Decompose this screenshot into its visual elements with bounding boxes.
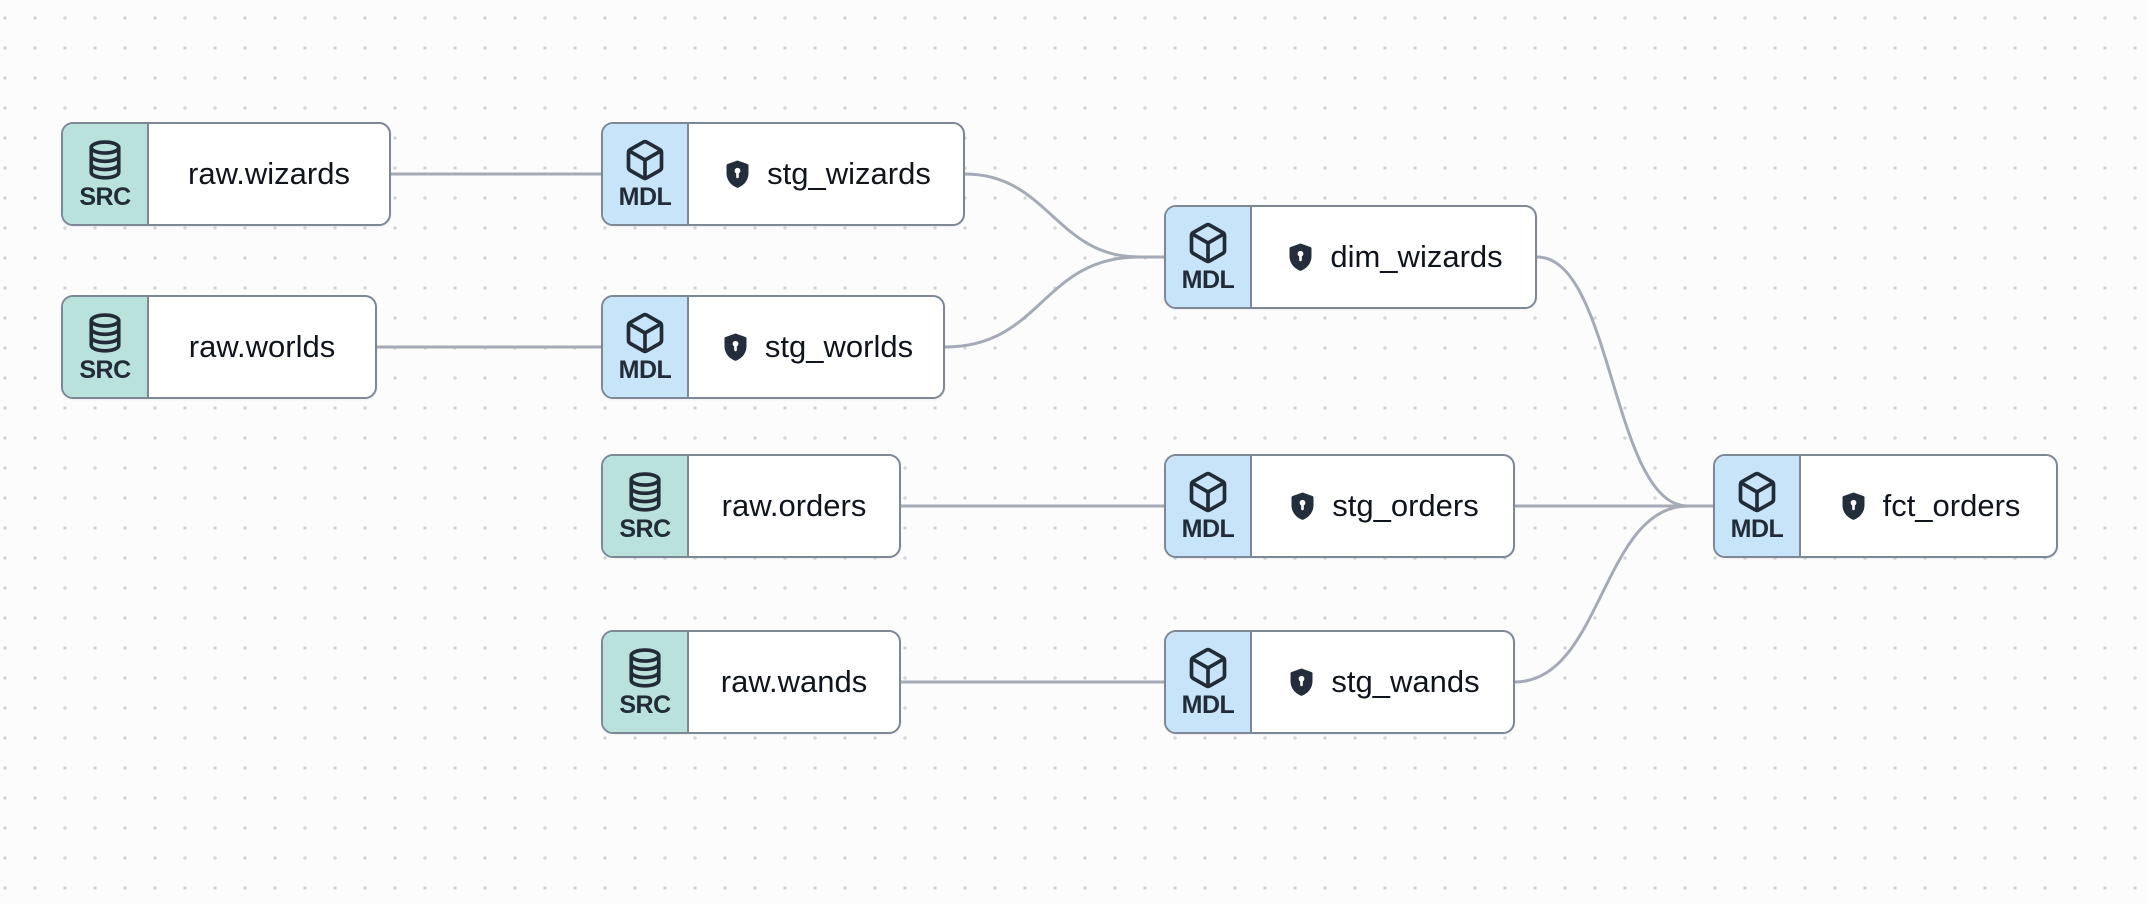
source-badge: SRC xyxy=(63,297,149,397)
node-kind-label: SRC xyxy=(619,515,671,543)
node-kind-label: MDL xyxy=(618,356,672,384)
node-stg-worlds[interactable]: MDL stg_worlds xyxy=(601,295,945,399)
cube-icon xyxy=(1189,471,1227,513)
shield-icon xyxy=(1284,241,1317,274)
source-badge: SRC xyxy=(63,124,149,224)
cube-icon xyxy=(626,139,664,181)
node-kind-label: MDL xyxy=(1181,266,1235,294)
model-badge: MDL xyxy=(1166,632,1252,732)
cube-icon xyxy=(626,312,664,354)
node-kind-label: MDL xyxy=(618,183,672,211)
shield-icon xyxy=(721,158,754,191)
node-stg-orders[interactable]: MDL stg_orders xyxy=(1164,454,1515,558)
model-badge: MDL xyxy=(1166,456,1252,556)
node-body: stg_worlds xyxy=(689,297,943,397)
node-label: raw.wizards xyxy=(188,156,350,191)
node-kind-label: SRC xyxy=(619,691,671,719)
node-kind-label: MDL xyxy=(1181,691,1235,719)
node-body: stg_wizards xyxy=(689,124,963,224)
node-kind-label: SRC xyxy=(79,183,131,211)
model-badge: MDL xyxy=(603,297,689,397)
node-dim-wizards[interactable]: MDL dim_wizards xyxy=(1164,205,1537,309)
node-body: raw.wizards xyxy=(149,124,389,224)
node-label: stg_wizards xyxy=(767,156,931,191)
node-label: stg_wands xyxy=(1331,664,1480,699)
node-stg-wizards[interactable]: MDL stg_wizards xyxy=(601,122,965,226)
node-raw-wands[interactable]: SRC raw.wands xyxy=(601,630,901,734)
node-raw-wizards[interactable]: SRC raw.wizards xyxy=(61,122,391,226)
node-raw-orders[interactable]: SRC raw.orders xyxy=(601,454,901,558)
node-label: dim_wizards xyxy=(1330,239,1503,274)
shield-icon xyxy=(1837,490,1870,523)
model-badge: MDL xyxy=(1715,456,1801,556)
shield-icon xyxy=(719,331,752,364)
node-label: raw.worlds xyxy=(188,329,336,364)
cube-icon xyxy=(1189,647,1227,689)
node-stg-wands[interactable]: MDL stg_wands xyxy=(1164,630,1515,734)
source-badge: SRC xyxy=(603,456,689,556)
node-body: stg_wands xyxy=(1252,632,1513,732)
node-body: stg_orders xyxy=(1252,456,1513,556)
node-body: dim_wizards xyxy=(1252,207,1535,307)
node-label: raw.wands xyxy=(720,664,868,699)
node-raw-worlds[interactable]: SRC raw.worlds xyxy=(61,295,377,399)
node-kind-label: MDL xyxy=(1181,515,1235,543)
node-body: fct_orders xyxy=(1801,456,2056,556)
model-badge: MDL xyxy=(603,124,689,224)
database-icon xyxy=(629,648,661,688)
source-badge: SRC xyxy=(603,632,689,732)
edge-stg_wands-fct_orders xyxy=(1513,504,1715,684)
database-icon xyxy=(629,472,661,512)
node-label: stg_orders xyxy=(1332,488,1479,523)
model-badge: MDL xyxy=(1166,207,1252,307)
edge-dim_wizards-fct_orders xyxy=(1535,255,1715,508)
shield-icon xyxy=(1286,490,1319,523)
node-kind-label: SRC xyxy=(79,356,131,384)
edge-stg_worlds-dim_wizards xyxy=(943,255,1166,349)
node-label: raw.orders xyxy=(721,488,867,523)
node-label: fct_orders xyxy=(1882,488,2021,523)
node-body: raw.worlds xyxy=(149,297,375,397)
database-icon xyxy=(89,313,121,353)
node-kind-label: MDL xyxy=(1730,515,1784,543)
cube-icon xyxy=(1189,222,1227,264)
shield-icon xyxy=(1285,666,1318,699)
node-label: stg_worlds xyxy=(764,329,914,364)
edge-stg_wizards-dim_wizards xyxy=(963,172,1166,259)
node-body: raw.wands xyxy=(689,632,899,732)
cube-icon xyxy=(1738,471,1776,513)
node-fct-orders[interactable]: MDL fct_orders xyxy=(1713,454,2058,558)
database-icon xyxy=(89,140,121,180)
node-body: raw.orders xyxy=(689,456,899,556)
